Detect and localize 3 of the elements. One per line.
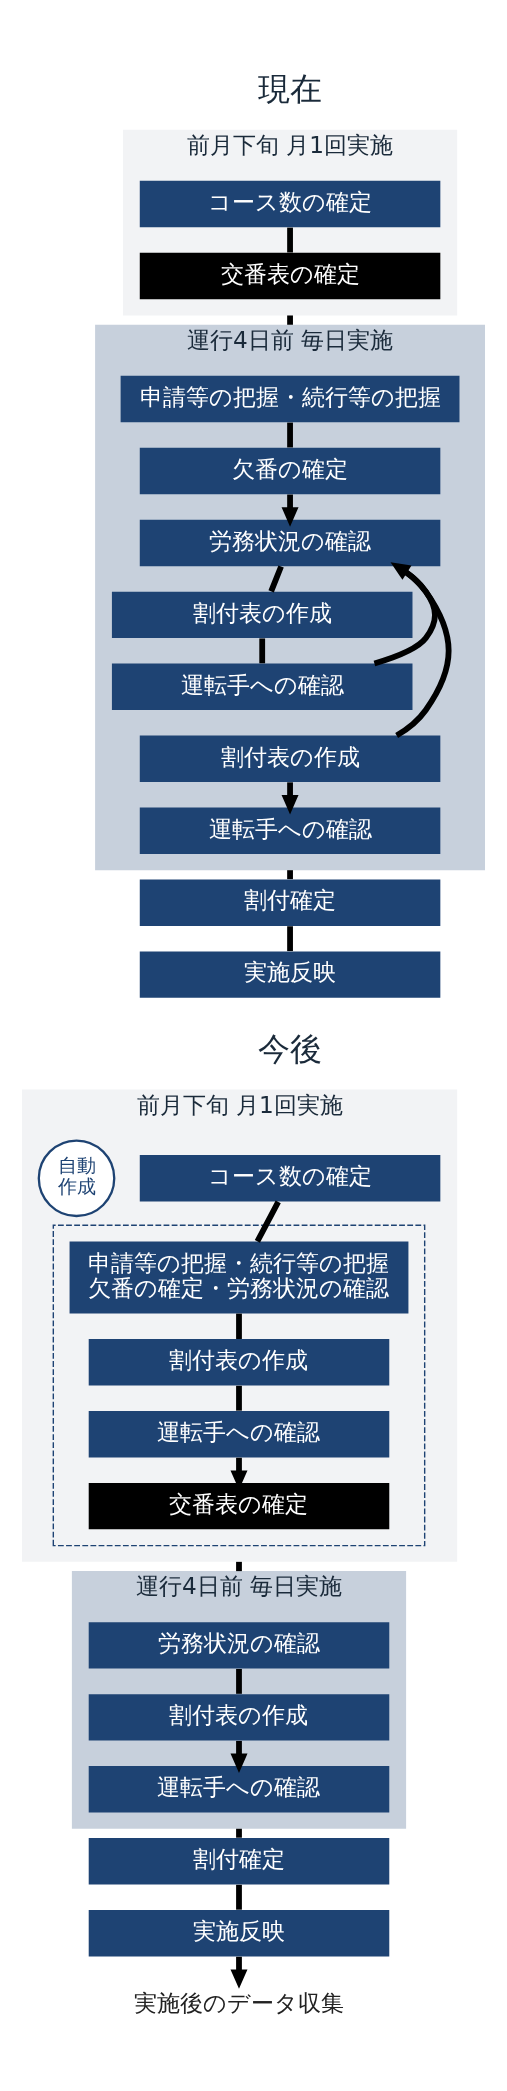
label: 今後: [258, 1029, 323, 1068]
label: 現在: [258, 69, 323, 108]
node-text: 実施後のデータ収集: [133, 1988, 344, 2016]
